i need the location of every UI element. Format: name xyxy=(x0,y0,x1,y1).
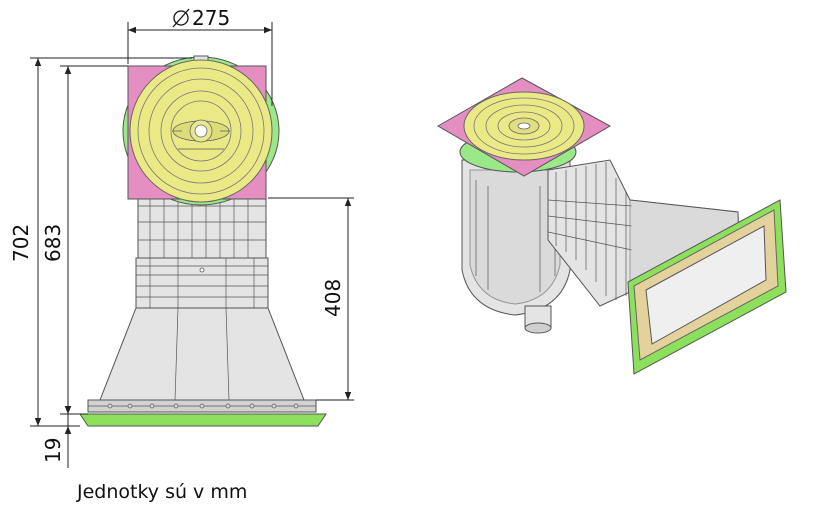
dimension-lines xyxy=(30,22,354,468)
units-note: Jednotky sú v mm xyxy=(77,481,248,503)
skimmer-body-front xyxy=(79,197,327,427)
lower-height-value: 408 xyxy=(321,279,345,317)
body-height-value: 683 xyxy=(41,224,65,262)
front-view xyxy=(79,55,327,427)
total-height-value: 702 xyxy=(9,224,33,262)
flange-thickness-value: 19 xyxy=(41,438,65,463)
green-flange-front xyxy=(79,413,327,427)
diameter-label: 275 xyxy=(172,6,230,30)
yellow-lid-front xyxy=(129,59,273,203)
diameter-value: 275 xyxy=(192,6,230,30)
mouth-frame-iso xyxy=(627,199,787,375)
isometric-view xyxy=(436,77,787,375)
dimension-labels: 275 702 683 408 19 xyxy=(9,6,345,463)
yellow-lid-iso xyxy=(463,91,585,161)
bolt-row xyxy=(107,403,299,409)
diameter-symbol-icon xyxy=(172,8,190,28)
